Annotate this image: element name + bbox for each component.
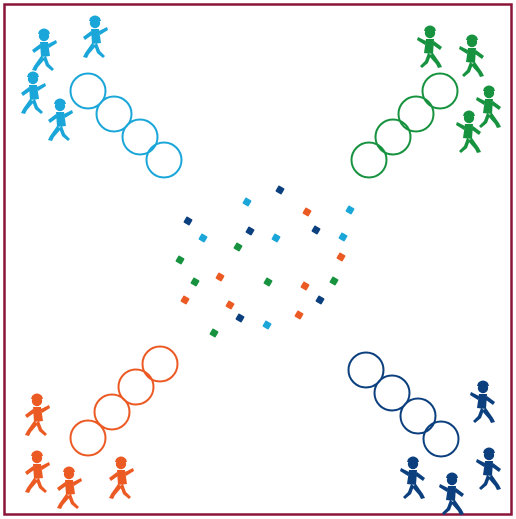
bean-bag-marker <box>190 277 200 287</box>
bean-bag-marker <box>235 313 245 323</box>
team-light-blue-hoop <box>121 118 159 156</box>
running-child-icon <box>32 28 57 71</box>
running-child-icon <box>109 456 134 499</box>
running-child-icon <box>25 450 50 493</box>
running-child-icon <box>83 15 108 58</box>
running-child-icon <box>400 456 425 499</box>
playing-field-border <box>3 3 513 516</box>
bean-bag-marker <box>338 232 348 242</box>
bean-bag-marker <box>294 310 304 320</box>
running-child-icon <box>470 380 495 423</box>
team-dark-blue-hoop <box>347 351 385 389</box>
running-child-icon <box>48 98 73 141</box>
bean-bag-marker <box>275 185 285 195</box>
bean-bag-marker <box>271 233 281 243</box>
bean-bag-marker <box>302 207 312 217</box>
team-green-hoop <box>350 141 388 179</box>
running-child-icon <box>57 466 82 509</box>
bean-bag-marker <box>311 225 321 235</box>
running-child-icon <box>459 34 484 77</box>
bean-bag-marker <box>209 328 219 338</box>
bean-bag-marker <box>329 276 339 286</box>
team-dark-blue-hoop <box>373 374 411 412</box>
center-markers <box>175 185 355 338</box>
bean-bag-marker <box>198 233 208 243</box>
bean-bag-marker <box>262 320 272 330</box>
team-green-hoop <box>421 72 459 110</box>
team-orange-hoop <box>117 368 155 406</box>
running-child-icon <box>417 25 442 68</box>
bean-bag-marker <box>245 226 255 236</box>
bean-bag-marker <box>263 277 273 287</box>
bean-bag-marker <box>300 281 310 291</box>
bean-bag-marker <box>180 295 190 305</box>
running-child-icon <box>476 85 501 128</box>
bean-bag-marker <box>225 300 235 310</box>
bean-bag-marker <box>345 205 355 215</box>
bean-bag-marker <box>215 272 225 282</box>
team-orange-hoop <box>141 345 179 383</box>
bean-bag-marker <box>336 252 346 262</box>
hoops-layer <box>69 72 460 458</box>
bean-bag-marker <box>233 242 243 252</box>
team-light-blue-hoop <box>145 141 183 179</box>
team-green-hoop <box>397 95 435 133</box>
bean-bag-marker <box>183 216 193 226</box>
running-child-icon <box>21 71 46 114</box>
running-child-icon <box>476 447 501 490</box>
running-child-icon <box>25 393 50 436</box>
bean-bag-marker <box>315 295 325 305</box>
bean-bag-marker <box>242 197 252 207</box>
team-dark-blue-hoop <box>422 420 460 458</box>
players-layer <box>21 15 501 515</box>
team-orange-hoop <box>93 393 131 431</box>
running-child-icon <box>439 472 464 515</box>
bean-bag-marker <box>175 255 185 265</box>
running-child-icon <box>456 110 481 153</box>
team-dark-blue-hoop <box>399 397 437 435</box>
team-green-hoop <box>374 118 412 156</box>
team-orange-hoop <box>69 419 107 457</box>
team-light-blue-hoop <box>69 72 107 110</box>
team-light-blue-hoop <box>95 95 133 133</box>
